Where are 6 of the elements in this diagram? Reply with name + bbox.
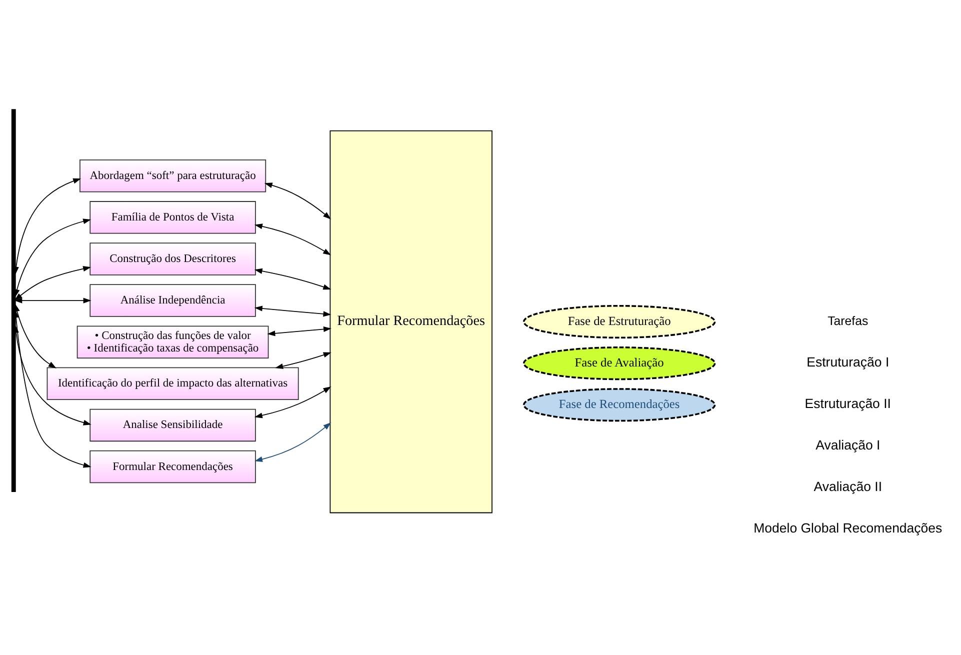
label: Estruturação I [806, 354, 890, 370]
label: Avaliação II [814, 479, 882, 494]
label: Tarefas [828, 314, 868, 328]
label: Modelo Global Recomendações [754, 520, 942, 536]
label: Estruturação II [804, 396, 891, 411]
label: Avaliação I [816, 438, 880, 453]
